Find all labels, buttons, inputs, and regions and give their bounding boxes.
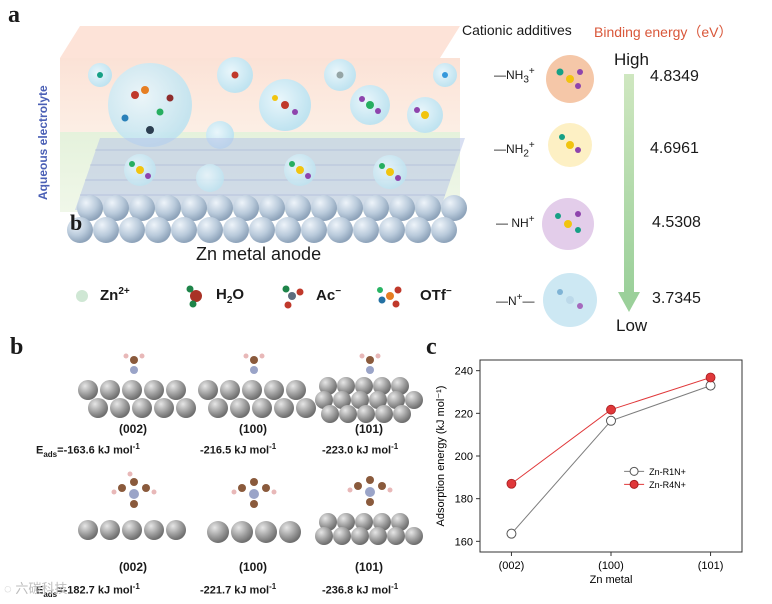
cationic-additives-header: Cationic additives xyxy=(462,22,572,38)
additive-formula-2: —NH2+ xyxy=(494,140,535,160)
data-point xyxy=(506,528,517,539)
prism-top xyxy=(60,26,460,58)
r4n-molecule-002 xyxy=(111,471,157,508)
y-tick-label: 160 xyxy=(455,536,473,548)
sei-layer xyxy=(75,138,465,210)
binding-energy-header: Binding energy（eV） xyxy=(594,24,733,40)
panel-b-label: b xyxy=(10,334,24,360)
adsorption-energy-value: Eads=-182.7 kJ mol-1 xyxy=(36,582,140,599)
legend-label: Zn-R4N+ xyxy=(649,480,686,490)
facet-label: (002) xyxy=(118,422,147,436)
adsorption-energy-value: Eads=-163.6 kJ mol-1 xyxy=(36,442,140,459)
facet-label: (101) xyxy=(354,560,383,574)
additive-molecule-3 xyxy=(542,198,594,250)
r1n-molecule-002 xyxy=(123,353,145,374)
x-tick-label: (002) xyxy=(499,560,525,572)
additive-molecule-2 xyxy=(548,123,592,167)
x-tick-label: (101) xyxy=(698,560,724,572)
binding-energy-1: 4.8349 xyxy=(650,68,699,85)
water-molecule-icon xyxy=(186,285,202,308)
triflate-molecule-icon xyxy=(377,286,402,308)
data-point xyxy=(705,372,716,383)
data-point xyxy=(506,478,517,489)
low-label: Low xyxy=(616,316,648,335)
data-point xyxy=(705,380,716,391)
adsorption-energy-chart: 160 180 200 220 240 (002) (100) (101) Adsorpti… xyxy=(435,359,743,586)
molecule-legend: Zn2+ H2O Ac− OTf− xyxy=(76,284,496,314)
facet-label: (100) xyxy=(238,560,267,574)
y-tick-label: 200 xyxy=(455,451,473,463)
side-label-container: Aqueous electrolyte xyxy=(34,50,54,200)
additive-molecule-4 xyxy=(543,273,597,327)
x-tick-label: (100) xyxy=(598,560,624,572)
additive-formula-3: — NH+ xyxy=(496,214,535,230)
y-tick-label: 220 xyxy=(455,408,473,420)
adsorption-energy-value: -216.5 kJ mol-1 xyxy=(200,442,277,457)
x-axis-label: Zn metal xyxy=(590,574,633,586)
zn-ion-icon xyxy=(76,290,88,302)
legend-h2o: H2O xyxy=(216,286,245,306)
additive-formula-1: —NH3+ xyxy=(494,66,535,86)
data-point xyxy=(606,415,616,426)
y-tick-label: 240 xyxy=(455,366,473,378)
facet-label: (002) xyxy=(118,560,147,574)
additive-formula-4: —N+— xyxy=(496,292,535,308)
high-label: High xyxy=(614,50,649,69)
r4n-molecule-101 xyxy=(347,476,393,506)
zn-anode-spheres xyxy=(67,195,467,243)
adsorbed-cations xyxy=(124,154,407,192)
y-tick-label: 180 xyxy=(455,494,473,506)
adsorption-energy-value: -223.0 kJ mol-1 xyxy=(322,442,399,457)
electrolyte-anode-illustration xyxy=(60,26,467,243)
r4n-molecule-100 xyxy=(231,478,277,508)
energy-arrow xyxy=(618,74,640,312)
binding-energy-2: 4.6961 xyxy=(650,140,699,157)
zn-slab-002-bottom xyxy=(78,520,186,540)
zn-slab-100-bottom xyxy=(207,521,301,543)
adsorption-energy-value: -236.8 kJ mol-1 xyxy=(322,582,399,597)
adsorption-structures xyxy=(78,353,423,545)
facet-label: (101) xyxy=(354,422,383,436)
inset-label-b: b xyxy=(70,210,83,235)
binding-energy-4: 3.7345 xyxy=(652,290,701,307)
r1n-molecule-101 xyxy=(359,353,381,374)
legend-marker xyxy=(629,466,639,476)
legend-zn: Zn2+ xyxy=(100,286,130,304)
panel-a-label: a xyxy=(8,2,20,28)
zn-slab-100-top xyxy=(198,380,316,418)
facet-label: (100) xyxy=(238,422,267,436)
additive-molecule-1 xyxy=(546,55,594,103)
zn-metal-anode-label: Zn metal anode xyxy=(196,244,322,264)
r1n-molecule-100 xyxy=(243,353,265,374)
legend-marker xyxy=(629,479,639,489)
zn-slab-002-top xyxy=(78,380,196,418)
y-axis-label: Adsorption energy (kJ mol⁻¹) xyxy=(435,386,447,527)
legend-ac: Ac− xyxy=(316,286,342,304)
watermark: ◌ 六碳科技 xyxy=(4,581,68,596)
binding-energy-3: 4.5308 xyxy=(652,214,701,231)
legend-label: Zn-R1N+ xyxy=(649,467,686,477)
adsorption-energy-value: -221.7 kJ mol-1 xyxy=(200,582,277,597)
data-point xyxy=(606,404,616,415)
legend-otf: OTf− xyxy=(420,286,452,304)
zn-slab-101-bottom xyxy=(315,513,423,545)
acetate-molecule-icon xyxy=(282,285,304,309)
panel-c-label: c xyxy=(426,334,437,360)
zn-slab-101-top xyxy=(315,377,423,423)
aqueous-electrolyte-label: Aqueous electrolyte xyxy=(36,85,50,200)
